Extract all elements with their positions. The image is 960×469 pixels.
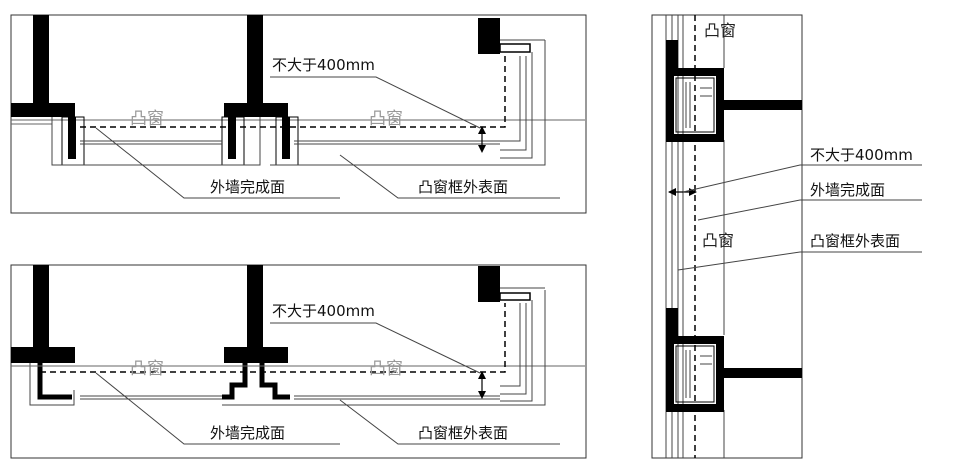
leader-line: [339, 399, 560, 445]
panel-right-section: 凸窗 凸窗 不大于400mm 外墙完成面 凸窗框外表面: [651, 14, 922, 459]
wall-slab: [11, 347, 75, 363]
wall-section: [666, 40, 678, 70]
panel-top-left: 凸窗 凸窗 不大于400mm 外墙完成面 凸窗框外表面: [10, 14, 587, 214]
leader-line: [339, 154, 560, 199]
leader-line: [95, 372, 340, 445]
finish-dashed-line: [40, 303, 506, 373]
bay-window-label: 凸窗: [130, 359, 164, 379]
bay-window-frame-outer-label: 凸窗框外表面: [418, 424, 508, 442]
floor-slab: [724, 100, 802, 110]
leader-line: [270, 76, 481, 129]
wall-column: [247, 15, 263, 105]
leader-line: [95, 127, 340, 199]
corner-column: [478, 18, 500, 54]
max-depth-label: 不大于400mm: [810, 146, 913, 164]
bay-window-label: 凸窗: [369, 109, 403, 129]
wall-column: [247, 265, 263, 349]
wall-section: [666, 308, 678, 338]
corner-column: [478, 266, 500, 302]
exterior-wall-finish-label: 外墙完成面: [810, 181, 885, 199]
exterior-wall-finish-label: 外墙完成面: [210, 178, 285, 196]
wall-slab: [11, 103, 75, 117]
leader-line: [677, 251, 922, 271]
bay-window-label: 凸窗: [702, 231, 734, 250]
bay-window-frame-outer-label: 凸窗框外表面: [810, 232, 900, 250]
window-frame: [228, 117, 236, 159]
bay-window-label: 凸窗: [130, 109, 164, 129]
bay-window-frame-outer-label: 凸窗框外表面: [418, 178, 508, 196]
finish-dashed-line: [70, 56, 506, 128]
leader-line: [697, 199, 922, 221]
max-depth-label: 不大于400mm: [272, 56, 375, 74]
leader-line: [682, 164, 922, 193]
wall-column: [33, 265, 49, 349]
exterior-wall-finish-label: 外墙完成面: [210, 424, 285, 442]
panel-border: [651, 14, 803, 459]
window-frame: [68, 117, 76, 159]
leader-line: [270, 322, 481, 374]
bay-window-label: 凸窗: [704, 21, 736, 40]
max-depth-label: 不大于400mm: [272, 302, 375, 320]
wall-column: [33, 15, 49, 105]
wall-slab: [224, 103, 288, 117]
wall-slab: [224, 347, 288, 363]
bay-window-label: 凸窗: [369, 359, 403, 379]
window-frame: [282, 117, 290, 159]
floor-slab: [724, 368, 802, 378]
panel-bottom-left: 凸窗 凸窗 不大于400mm 外墙完成面 凸窗框外表面: [10, 264, 587, 459]
